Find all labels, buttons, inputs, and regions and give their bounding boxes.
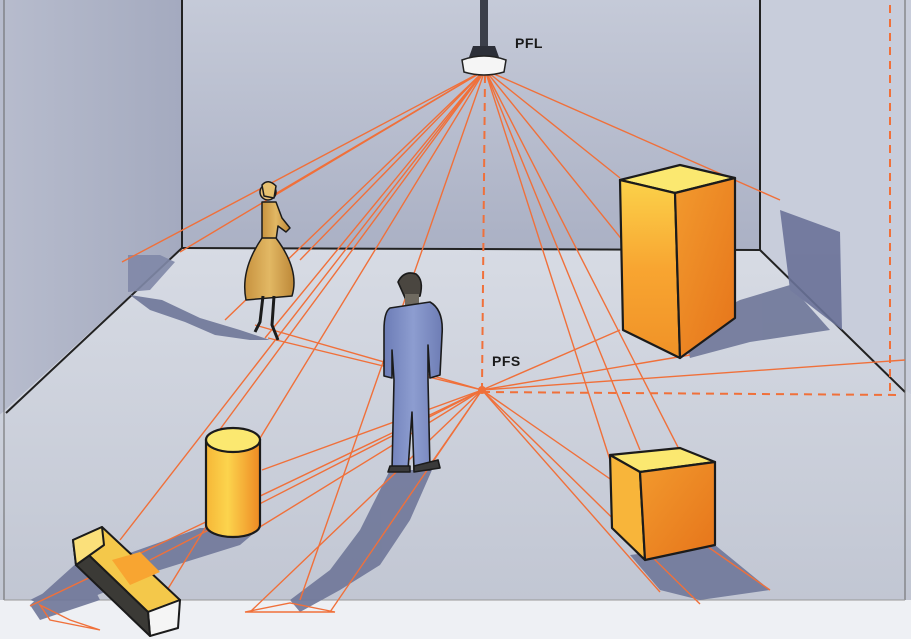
- right-wall: [760, 0, 911, 395]
- cube-shadow: [630, 545, 770, 600]
- light-plumb-line: [481, 74, 486, 389]
- pfs-point: [478, 386, 486, 394]
- tall-box-shadow-floor: [680, 285, 830, 358]
- left-wall: [0, 0, 182, 415]
- woman-shadow-wall: [128, 255, 175, 292]
- tall-box-side: [673, 176, 737, 360]
- bar-highlight: [112, 552, 160, 585]
- man-figure-icon: [383, 272, 444, 473]
- lying-bar: [72, 526, 181, 637]
- cube: [608, 446, 717, 562]
- tall-box-front: [618, 178, 682, 360]
- woman-shadow-floor: [130, 295, 270, 340]
- tall-box-shadow-wall: [780, 210, 842, 330]
- woman-figure-icon: [243, 181, 295, 341]
- bottom-strip: [0, 600, 911, 639]
- cylinder-body: [204, 438, 262, 539]
- bar-end-far: [72, 526, 105, 566]
- tall-box: [618, 163, 737, 360]
- pfs-label: PFS: [492, 353, 521, 369]
- cube-side: [638, 460, 717, 562]
- pfl-label: PFL: [515, 35, 543, 51]
- cylinder-top: [204, 426, 262, 454]
- cylinder: [204, 426, 262, 539]
- man-shadow: [290, 470, 432, 612]
- ceiling-lamp-icon: [461, 0, 507, 76]
